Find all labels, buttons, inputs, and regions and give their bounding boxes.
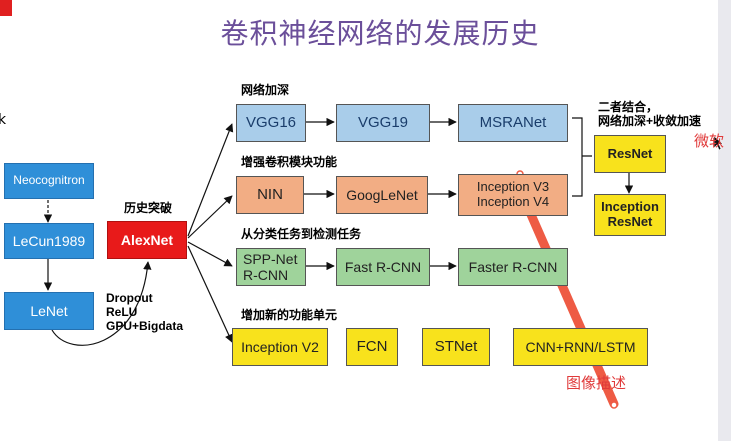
red-corner-mark xyxy=(0,0,12,16)
node-lenet: LeNet xyxy=(4,292,94,330)
node-stnet: STNet xyxy=(422,328,490,366)
arrow-alexnet-sppnet xyxy=(187,241,233,267)
node-inception-v2: Inception V2 xyxy=(232,328,328,366)
red-pointer-dot-tail xyxy=(610,401,618,409)
right-scroll-strip xyxy=(718,0,731,441)
node-vgg19: VGG19 xyxy=(336,104,430,142)
alexnet-factors: Dropout ReLU GPU+Bigdata xyxy=(106,291,184,333)
branch-label-conv-module: 增强卷积模块功能 xyxy=(241,155,338,169)
branch-label-deepen: 网络加深 xyxy=(241,83,290,97)
node-alexnet: AlexNet xyxy=(107,221,187,259)
node-cnn-rnn-lstm: CNN+RNN/LSTM xyxy=(513,328,648,366)
node-nin: NIN xyxy=(236,176,304,214)
node-resnet: ResNet xyxy=(594,135,666,173)
arrow-alexnet-nin xyxy=(187,195,233,239)
combine-label: 二者结合， 网络加深+收敛加速 xyxy=(598,100,702,128)
node-sppnet-rcnn: SPP-Net R-CNN xyxy=(236,248,306,286)
breakthrough-label: 历史突破 xyxy=(124,201,173,215)
mouse-cursor-icon xyxy=(713,135,724,151)
node-inception-resnet: Inception ResNet xyxy=(594,194,666,236)
arrow-lenet-alexnet xyxy=(51,261,152,346)
node-fcn: FCN xyxy=(346,328,398,366)
combine-bracket xyxy=(572,117,592,197)
arrow-alexnet-vgg16 xyxy=(187,123,234,237)
node-inception-v3-v4: Inception V3 Inception V4 xyxy=(458,174,568,216)
page-title: 卷积神经网络的发展历史 xyxy=(220,17,540,50)
node-msranet: MSRANet xyxy=(458,104,568,142)
branch-label-new-units: 增加新的功能单元 xyxy=(241,308,338,322)
stray-mark: k xyxy=(0,112,7,128)
node-lecun1989: LeCun1989 xyxy=(4,223,94,259)
annotation-microsoft: 微软 xyxy=(694,132,725,150)
branch-label-detection: 从分类任务到检测任务 xyxy=(241,227,362,241)
red-pointer-arrow xyxy=(516,184,619,409)
annotation-image-caption: 图像描述 xyxy=(566,374,627,392)
node-neocognitron: Neocognitron xyxy=(4,163,94,199)
node-vgg16: VGG16 xyxy=(236,104,306,142)
node-fast-rcnn: Fast R-CNN xyxy=(336,248,430,286)
node-googlenet: GoogLeNet xyxy=(336,176,428,214)
arrow-alexnet-inceptionv2 xyxy=(187,245,233,343)
node-faster-rcnn: Faster R-CNN xyxy=(458,248,568,286)
